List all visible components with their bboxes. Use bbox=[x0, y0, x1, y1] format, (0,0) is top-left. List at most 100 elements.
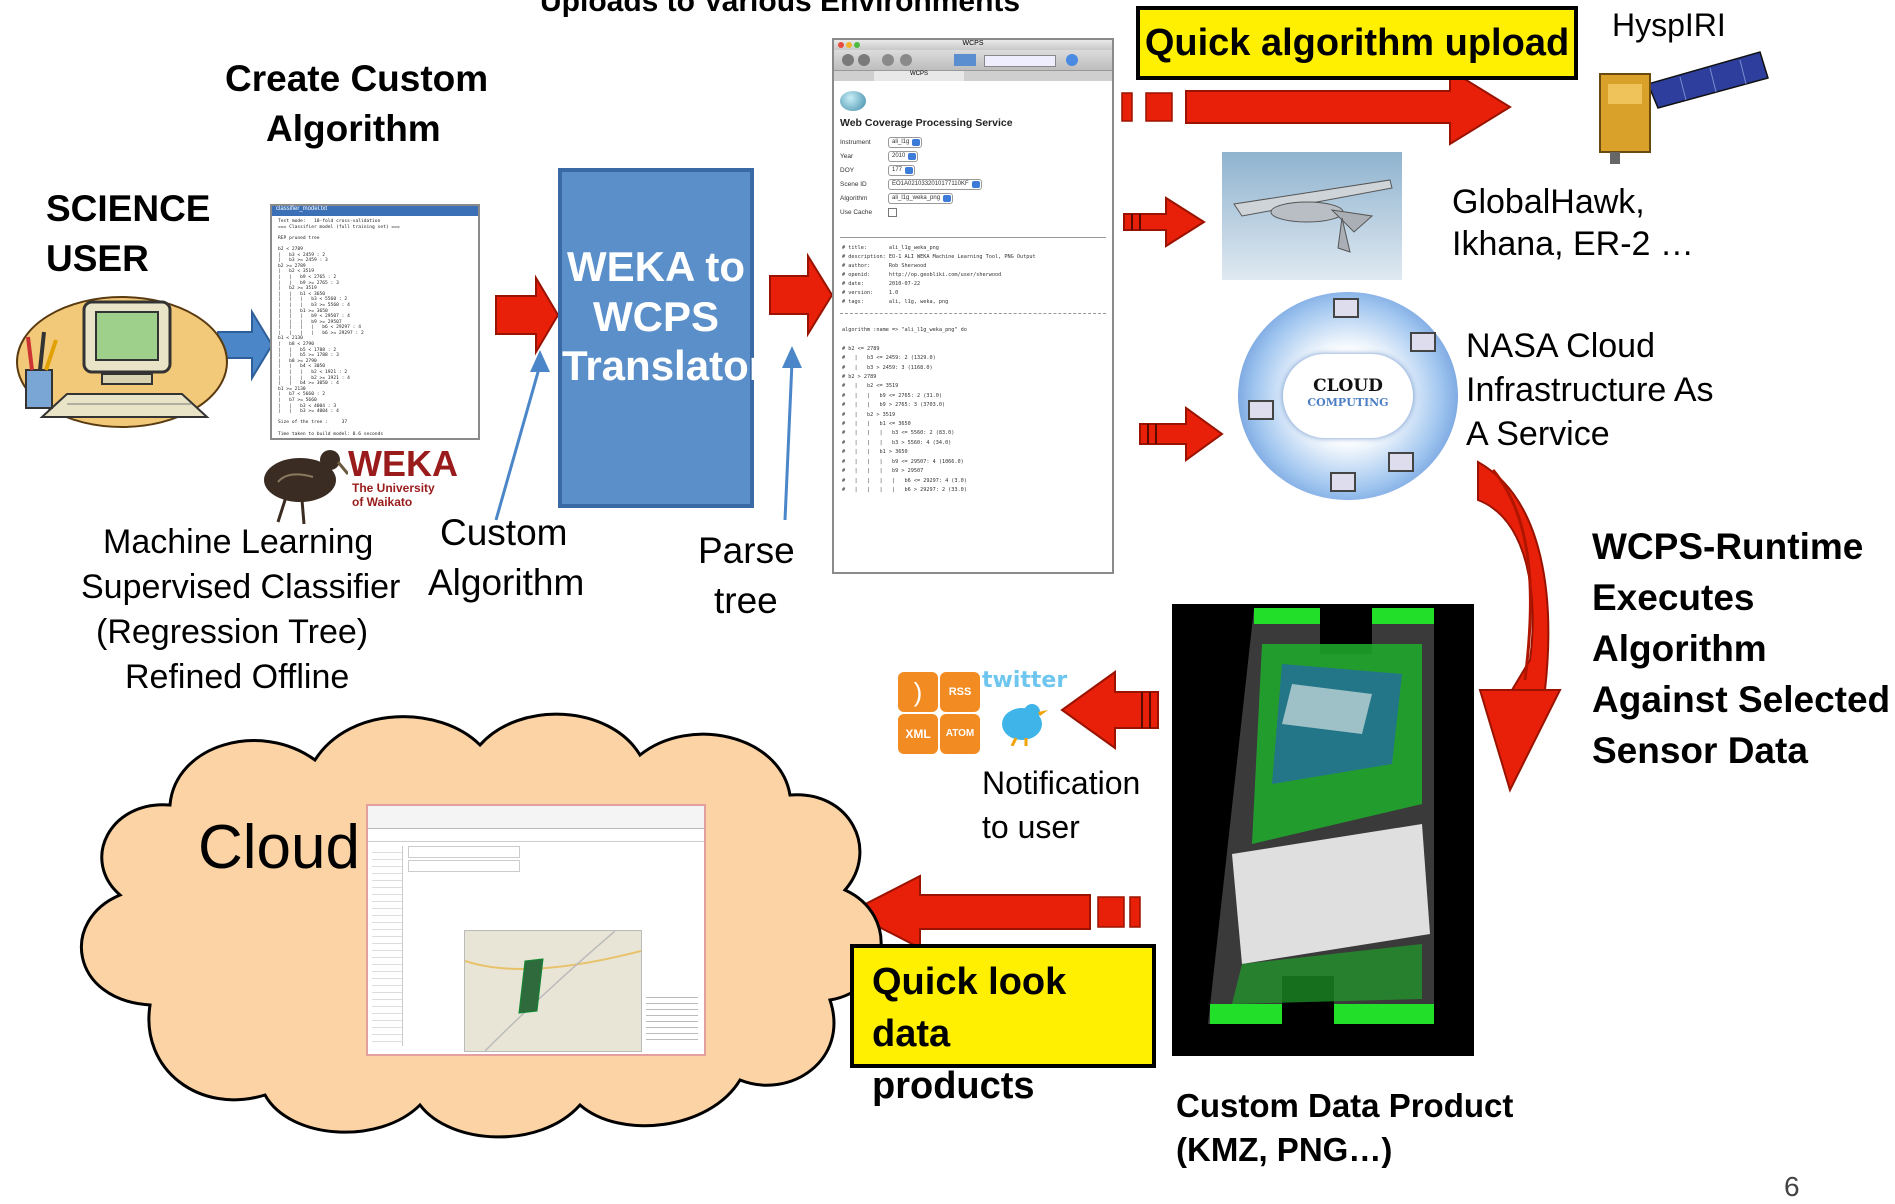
weka-output-line: | b3 < 2459 : 2 bbox=[278, 252, 326, 258]
wcps-code-line: # | | | | b6 > 29297: 2 (33.0) bbox=[842, 486, 967, 493]
satellite-icon bbox=[1599, 51, 1769, 164]
cloud-label: Cloud bbox=[198, 813, 360, 882]
screenshot-table-row bbox=[408, 846, 520, 858]
wcps-field-select[interactable]: ali_l1g_weka_png bbox=[888, 192, 954, 204]
zoom-dot-icon[interactable] bbox=[854, 42, 860, 48]
wcps-field-select[interactable]: 177 bbox=[888, 164, 916, 176]
nasa-cloud-line1: NASA Cloud bbox=[1466, 327, 1655, 365]
ml-caption-line2: Supervised Classifier bbox=[81, 568, 401, 606]
wcps-header-line: # title: ali_l1g_weka_png bbox=[842, 245, 939, 251]
bookmark-icon[interactable] bbox=[954, 54, 976, 66]
ml-caption-line1: Machine Learning bbox=[103, 523, 374, 561]
use-cache-checkbox[interactable] bbox=[888, 207, 897, 217]
chevron-down-icon bbox=[908, 152, 917, 160]
tab-wcps[interactable]: WCPS bbox=[874, 71, 964, 81]
wcps-code-line: # | | | b3 > 5560: 4 (34.0) bbox=[842, 439, 952, 446]
cloud-computing-icon: CLOUD COMPUTING bbox=[1238, 292, 1458, 500]
cloud-computing-core: CLOUD COMPUTING bbox=[1283, 354, 1413, 438]
runtime-curved-arrow bbox=[1477, 460, 1550, 691]
atom-badge: ATOM bbox=[940, 714, 980, 754]
weka-logo-name: WEKA bbox=[348, 443, 458, 484]
ml-caption-line4: Refined Offline bbox=[125, 658, 350, 696]
weka-output-line: | b7 >= 5660 bbox=[278, 398, 317, 403]
wcps-header-line: # date: 2010-07-22 bbox=[842, 281, 921, 287]
xml-badge: XML bbox=[898, 714, 938, 754]
quick-look-line1: Quick look data bbox=[872, 961, 1067, 1055]
minimize-dot-icon[interactable] bbox=[846, 42, 852, 48]
parse-tree-line1: Parse bbox=[698, 530, 795, 571]
wcps-field-select[interactable]: ali_l1g bbox=[888, 136, 923, 148]
weka-output-line: | | | b3 >= 5560 : 4 bbox=[278, 302, 350, 308]
screenshot-map bbox=[464, 930, 642, 1052]
wcps-tabbar: WCPS bbox=[834, 71, 1112, 81]
quick-look-line2: products bbox=[872, 1065, 1035, 1107]
weka-output-line: | | b1 >= 3650 bbox=[278, 308, 328, 314]
diagram-title: Uploads to Various Environments bbox=[540, 0, 1021, 18]
weka-output-line: | | b4 >= 3050 : 4 bbox=[278, 381, 339, 387]
address-bar[interactable] bbox=[984, 55, 1056, 67]
wcps-code-line: # | | b1 > 3650 bbox=[842, 449, 908, 456]
close-dot-icon[interactable] bbox=[838, 42, 844, 48]
home-icon[interactable] bbox=[900, 54, 912, 66]
wcps-logo-icon bbox=[840, 91, 866, 111]
upload-arrow bbox=[1185, 68, 1512, 146]
notification-line2: to user bbox=[982, 809, 1080, 845]
runtime-arrow-head bbox=[1478, 689, 1562, 793]
runtime-line4: Against Selected bbox=[1592, 679, 1891, 720]
weka-output-line: b1 >= 2130 bbox=[278, 386, 306, 392]
parse-tree-pointer bbox=[783, 361, 794, 521]
screenshot-table-row bbox=[408, 860, 520, 872]
runtime-line2: Executes bbox=[1592, 577, 1755, 618]
science-user-line1: SCIENCE bbox=[46, 188, 211, 229]
wcps-field-select[interactable]: EO1A0210332010177110KF bbox=[888, 178, 982, 190]
chevron-down-icon bbox=[912, 138, 921, 146]
wcps-header-line: # tags: ali, l1g, weka, png bbox=[842, 299, 949, 305]
wcps-window-title: WCPS bbox=[962, 40, 984, 47]
nasa-cloud-line2: Infrastructure As bbox=[1466, 371, 1714, 409]
weka-output-line: | | b3 >= 4004 : 4 bbox=[278, 409, 339, 415]
wcps-divider2 bbox=[840, 313, 1106, 314]
wcps-header-line: # openid: http://op.geobliki.com/user/sh… bbox=[842, 272, 1002, 278]
back-icon[interactable] bbox=[842, 54, 854, 66]
notification-arrow bbox=[1060, 670, 1159, 750]
wcps-divider bbox=[840, 237, 1106, 238]
aircraft-photo bbox=[1222, 152, 1402, 280]
quick-upload-callout: Quick algorithm upload bbox=[1136, 6, 1578, 80]
forward-icon[interactable] bbox=[858, 54, 870, 66]
weka-output-line: b2 < 2789 bbox=[278, 246, 303, 252]
globe-icon[interactable] bbox=[1066, 54, 1078, 66]
globalhawk-line2: Ikhana, ER-2 … bbox=[1452, 225, 1694, 263]
wcps-code-line: # | | | b9 <= 29507: 4 (1066.0) bbox=[842, 458, 964, 465]
rss-badge: RSS bbox=[940, 672, 980, 712]
weka-output-line: | | | b9 >= 29507 bbox=[278, 319, 342, 325]
chevron-down-icon bbox=[943, 194, 952, 202]
hyspiri-label: HyspIRI bbox=[1612, 7, 1726, 43]
twitter-wordmark: twitter bbox=[982, 668, 1068, 693]
custom-algorithm-pointer bbox=[494, 364, 542, 521]
wcps-code-line: # b2 > 2789 bbox=[842, 374, 877, 381]
weka-to-wcps-translator: WEKA to WCPS Translator bbox=[558, 168, 765, 508]
screenshot-header bbox=[368, 806, 704, 829]
weka-output-line: | | | b2 < 1921 : 2 bbox=[278, 370, 348, 376]
science-user-line2: USER bbox=[46, 238, 149, 279]
wcps-field-select[interactable]: 2010 bbox=[888, 150, 919, 162]
cloud-computing-line1: CLOUD bbox=[1313, 376, 1383, 396]
twitter-bird-icon bbox=[1002, 704, 1048, 746]
parse-tree-pointer-head bbox=[782, 346, 802, 368]
wcps-code-line: algorithm :name => "ali_l1g_weka_png" do bbox=[842, 327, 967, 333]
wcps-toolbar bbox=[834, 50, 1112, 71]
network-computer-icon bbox=[1388, 452, 1414, 472]
weka-logo-sub1: The University bbox=[352, 481, 435, 495]
computer-user-icon bbox=[16, 296, 228, 428]
weka-output-line: | b8 < 2790 bbox=[278, 342, 314, 348]
wcps-algorithm-header: # title: ali_l1g_weka_png# description: … bbox=[834, 242, 1112, 309]
reload-icon[interactable] bbox=[882, 54, 894, 66]
wcps-code-line: # | b3 <= 2459: 2 (1329.0) bbox=[842, 355, 936, 362]
quick-look-web-screenshot bbox=[366, 804, 706, 1056]
network-computer-icon bbox=[1410, 332, 1436, 352]
weka-output-line: Size of the tree : 37 bbox=[278, 420, 348, 426]
weka-output-line: | | b5 < 1788 : 2 bbox=[278, 347, 337, 353]
weka-output-line: | b3 >= 2459 : 3 bbox=[278, 258, 328, 264]
wcps-code-line: # | b2 > 3519 bbox=[842, 411, 896, 418]
